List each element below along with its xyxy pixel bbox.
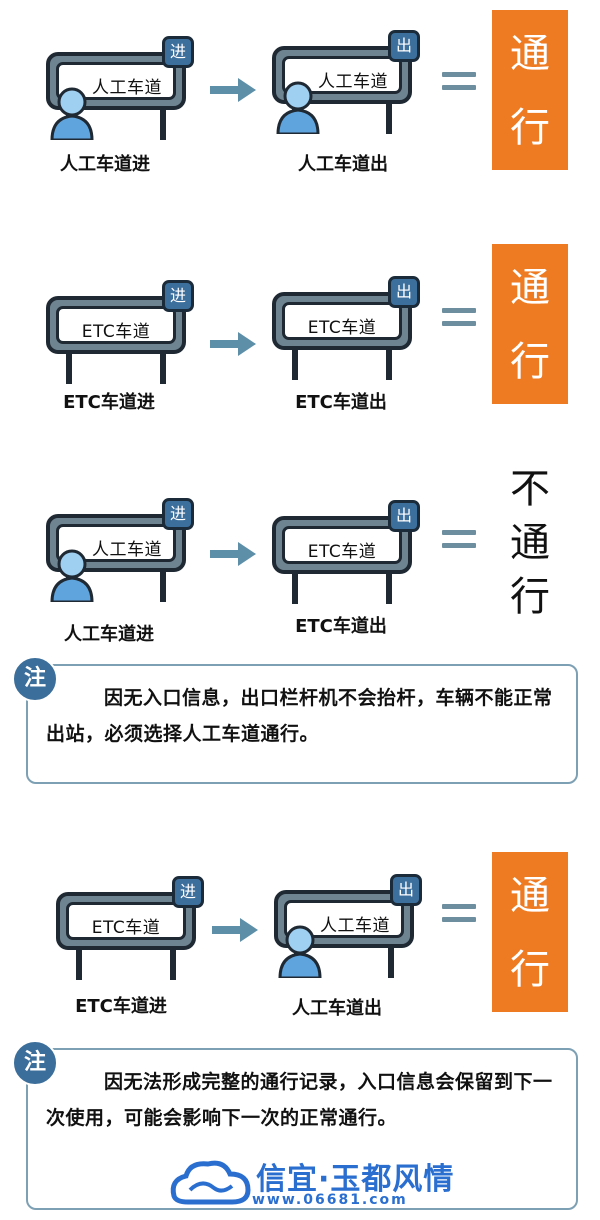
entry-label: 人工车道进 xyxy=(60,154,150,175)
cloud-logo-icon xyxy=(170,1160,251,1205)
exit-tag: 出 xyxy=(388,500,420,532)
entry-tag: 进 xyxy=(162,498,194,530)
entry-label: 人工车道进 xyxy=(64,624,154,645)
entry-lane-sign: 人工车道 进 xyxy=(46,498,196,616)
equals-icon xyxy=(442,904,476,924)
watermark-url: www.06681.com xyxy=(252,1192,408,1208)
exit-lane-sign: 人工车道 出 xyxy=(272,30,422,148)
exit-label: ETC车道出 xyxy=(295,392,387,413)
scenario-row-4: ETC车道 进 ETC车道进 人工车道 出 人工车道出 通 行 xyxy=(0,846,600,1046)
result-char: 行 xyxy=(510,339,550,385)
result-char: 行 xyxy=(510,574,550,620)
exit-tag: 出 xyxy=(388,276,420,308)
exit-label: ETC车道出 xyxy=(295,616,387,637)
sign-text: ETC车道 xyxy=(307,542,377,562)
result-pass-box: 通 行 xyxy=(492,852,568,1012)
exit-lane-sign: ETC车道 出 xyxy=(272,276,422,394)
arrow-right-icon xyxy=(210,542,256,566)
sign-text: ETC车道 xyxy=(91,918,161,938)
sign-board: ETC车道 xyxy=(272,292,412,350)
note-badge-icon: 注 xyxy=(12,656,58,702)
sign-text: 人工车道 xyxy=(92,78,162,98)
result-char: 通 xyxy=(510,873,550,919)
entry-tag: 进 xyxy=(162,36,194,68)
entry-tag: 进 xyxy=(162,280,194,312)
exit-lane-sign: ETC车道 出 xyxy=(272,500,422,618)
note-box-2: 因无法形成完整的通行记录，入口信息会保留到下一次使用，可能会影响下一次的正常通行… xyxy=(26,1048,578,1210)
arrow-right-icon xyxy=(212,918,258,942)
note-box-1: 因无入口信息，出口栏杆机不会抬杆，车辆不能正常出站，必须选择人工车道通行。 xyxy=(26,664,578,784)
entry-label: ETC车道进 xyxy=(75,996,167,1017)
entry-lane-sign: ETC车道 进 xyxy=(46,280,196,398)
entry-lane-sign: 人工车道 进 xyxy=(46,36,196,154)
sign-text: 人工车道 xyxy=(320,916,390,936)
toll-collector-icon xyxy=(278,925,322,978)
toll-collector-icon xyxy=(276,81,320,134)
result-pass-box: 通 行 xyxy=(492,10,568,170)
toll-collector-icon xyxy=(50,87,94,140)
note-text: 因无入口信息，出口栏杆机不会抬杆，车辆不能正常出站，必须选择人工车道通行。 xyxy=(46,687,553,745)
exit-lane-sign: 人工车道 出 xyxy=(274,874,424,992)
sign-text: 人工车道 xyxy=(318,72,388,92)
exit-label: 人工车道出 xyxy=(292,998,382,1019)
result-char: 通 xyxy=(510,31,550,77)
exit-tag: 出 xyxy=(390,874,422,906)
equals-icon xyxy=(442,72,476,92)
note-badge-icon: 注 xyxy=(12,1040,58,1086)
sign-text: 人工车道 xyxy=(92,540,162,560)
entry-tag: 进 xyxy=(172,876,204,908)
exit-label: 人工车道出 xyxy=(298,154,388,175)
equals-icon xyxy=(442,308,476,328)
toll-collector-icon xyxy=(50,549,94,602)
scenario-row-1: 人工车道 进 人工车道进 人工车道 出 人工车道出 通 行 xyxy=(0,0,600,200)
site-watermark: 信宜·玉都风情 www.06681.com xyxy=(168,1152,458,1212)
note-text: 因无法形成完整的通行记录，入口信息会保留到下一次使用，可能会影响下一次的正常通行… xyxy=(46,1071,553,1129)
result-pass-box: 通 行 xyxy=(492,244,568,404)
result-char: 行 xyxy=(510,947,550,993)
sign-text: ETC车道 xyxy=(307,318,377,338)
scenario-row-3: 人工车道 进 人工车道进 ETC车道 出 ETC车道出 不 通 行 xyxy=(0,460,600,660)
entry-label: ETC车道进 xyxy=(63,392,155,413)
exit-tag: 出 xyxy=(388,30,420,62)
arrow-right-icon xyxy=(210,78,256,102)
result-char: 通 xyxy=(510,520,550,566)
result-char: 通 xyxy=(510,265,550,311)
equals-icon xyxy=(442,530,476,550)
scenario-row-2: ETC车道 进 ETC车道进 ETC车道 出 ETC车道出 通 行 xyxy=(0,236,600,436)
sign-text: ETC车道 xyxy=(81,322,151,342)
watermark-title: 信宜·玉都风情 xyxy=(256,1162,455,1197)
result-char: 不 xyxy=(510,466,550,512)
arrow-right-icon xyxy=(210,332,256,356)
entry-lane-sign: ETC车道 进 xyxy=(56,876,206,994)
result-char: 行 xyxy=(510,105,550,151)
result-no-pass-text: 不 通 行 xyxy=(500,462,560,624)
